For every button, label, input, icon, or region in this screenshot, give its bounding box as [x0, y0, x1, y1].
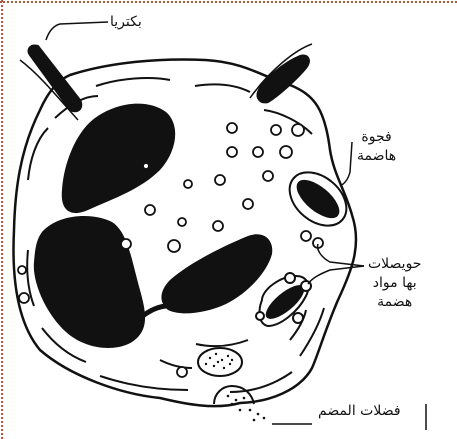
granule-body [198, 348, 242, 376]
label-digestive-vacuole: فجوة هاضمة [357, 128, 396, 166]
label-vesicles-line3: هضمة [368, 293, 421, 312]
label-vesicles-line2: بها مواد [368, 274, 421, 293]
leader-vesicles-2 [308, 266, 364, 284]
label-waste: فضلات المضم [318, 402, 401, 421]
nucleus-upper-lobe [62, 104, 175, 213]
bacterium-top-left [28, 46, 81, 112]
nucleus-lower-lobe [34, 216, 145, 348]
bacterium-in-vacuole [290, 173, 345, 225]
label-vesicles-line1: حويصلات [368, 255, 421, 274]
waste-particles [227, 395, 266, 422]
nucleus-bridge [140, 306, 168, 318]
leader-bacteria [46, 22, 108, 40]
label-vesicles: حويصلات بها مواد هضمة [368, 255, 421, 312]
leader-vesicles-1 [318, 244, 364, 266]
label-digestive-vacuole-line2: هاضمة [357, 147, 396, 166]
label-digestive-vacuole-line1: فجوة [357, 128, 396, 147]
leader-vacuole [340, 142, 352, 186]
label-bacteria: بكتريا [110, 13, 142, 32]
